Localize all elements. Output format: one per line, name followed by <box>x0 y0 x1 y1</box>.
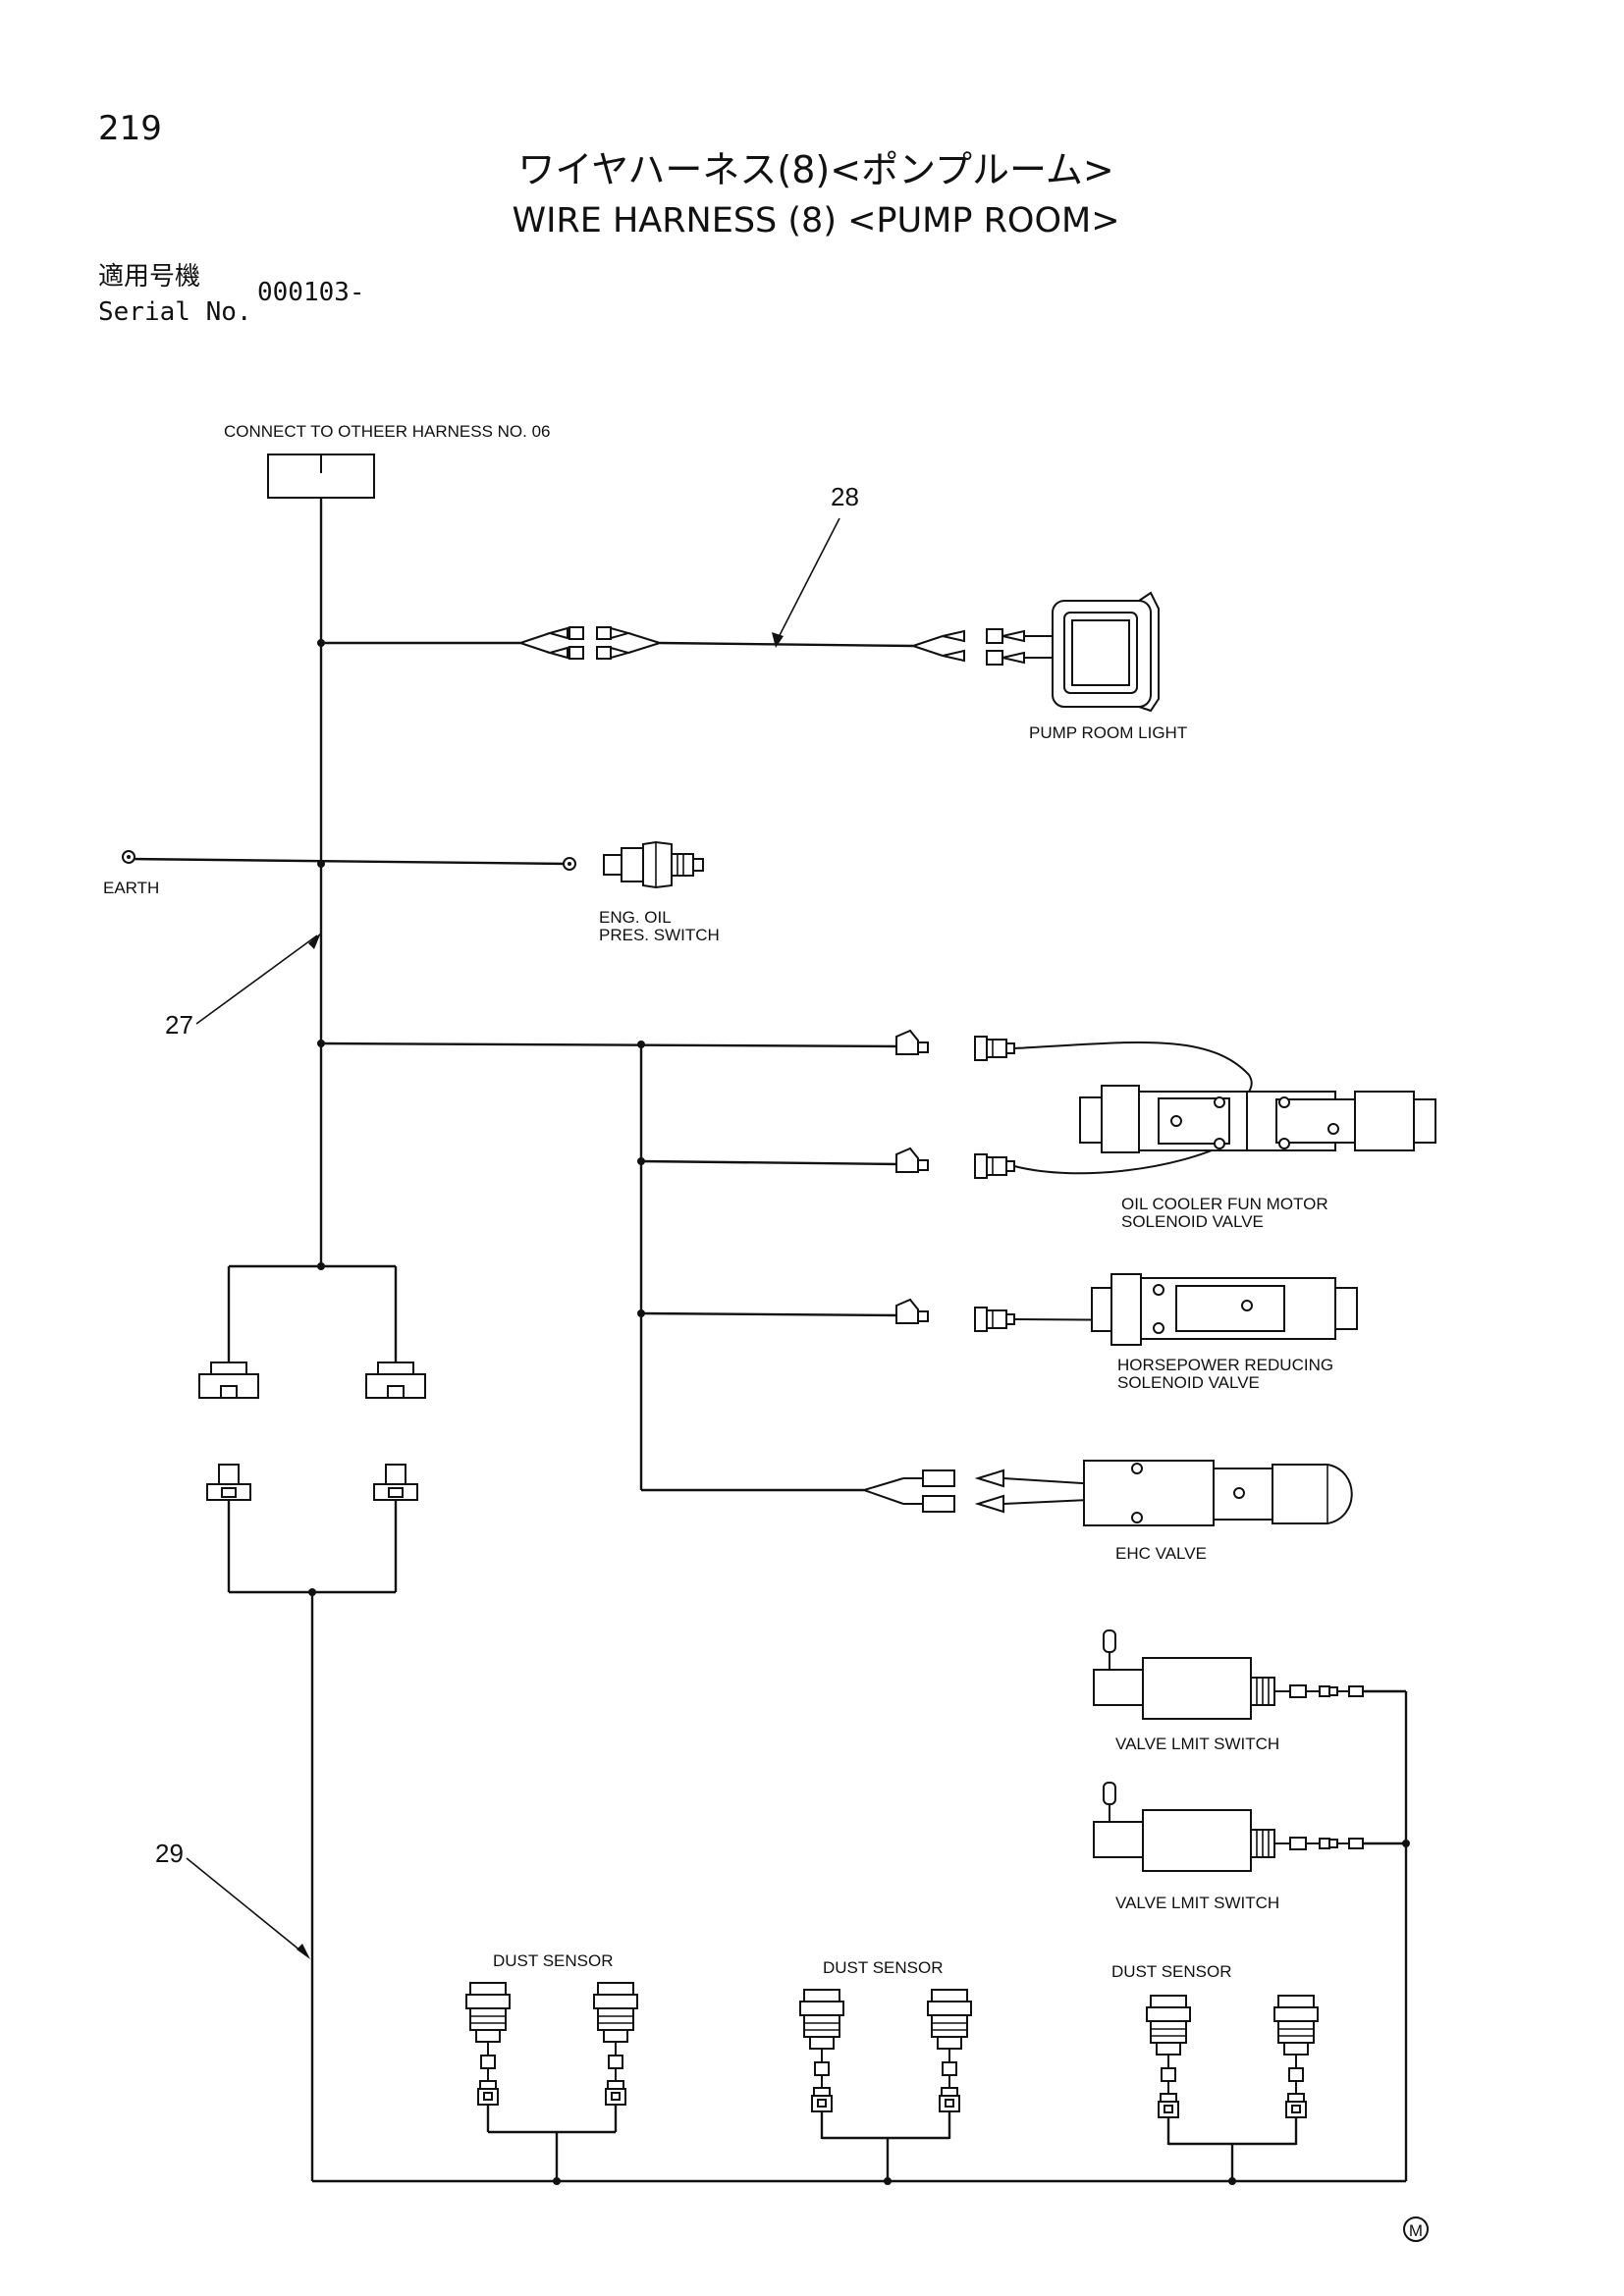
dust-sensor-3-icon <box>1145 1994 1320 2181</box>
dust-sensor-2-label: DUST SENSOR <box>823 1958 944 1977</box>
serial-label-jp: 適用号機 <box>98 262 200 292</box>
callout-28-label: 28 <box>831 482 859 511</box>
callout-27: 27 <box>165 933 321 1040</box>
page-title-jp: ワイヤハーネス(8)<ポンプルーム> <box>517 148 1113 191</box>
earth-oil-switch-line <box>122 850 576 871</box>
dust-sensor-1-icon <box>464 1981 639 2181</box>
page-title-en: WIRE HARNESS (8) <PUMP ROOM> <box>512 201 1119 240</box>
ehc-valve-label: EHC VALVE <box>1115 1544 1207 1563</box>
oil-cooler-label-1: OIL COOLER FUN MOTOR <box>1121 1195 1328 1213</box>
main-trunk-27 <box>317 498 325 1270</box>
horsepower-label-1: HORSEPOWER REDUCING <box>1117 1356 1333 1374</box>
dust-sensor-3-label: DUST SENSOR <box>1111 1962 1232 1981</box>
branch-28-pump-room-light <box>321 626 1056 666</box>
callout-29-label: 29 <box>155 1839 184 1868</box>
pump-room-light-label: PUMP ROOM LIGHT <box>1029 723 1187 742</box>
connect-label: CONNECT TO OTHEER HARNESS NO. 06 <box>224 422 551 441</box>
footer-mark-label: M <box>1409 2221 1423 2240</box>
valve-limit-switch-1-icon <box>1093 1629 1406 1720</box>
callout-29: 29 <box>155 1839 310 1959</box>
harness-split <box>198 1264 426 2181</box>
callout-28: 28 <box>772 482 859 648</box>
serial-value: 000103- <box>257 278 365 307</box>
eng-oil-label-2: PRES. SWITCH <box>599 926 720 944</box>
solenoid-bus <box>320 1041 902 1492</box>
eng-oil-pres-switch-icon <box>603 840 704 889</box>
dust-sensor-1-label: DUST SENSOR <box>493 1951 614 1970</box>
serial-label-en: Serial No. <box>98 297 252 327</box>
horsepower-label-2: SOLENOID VALVE <box>1117 1373 1260 1392</box>
oil-cooler-label-2: SOLENOID VALVE <box>1121 1212 1264 1231</box>
eng-oil-label-1: ENG. OIL <box>599 908 672 927</box>
valve-limit-switch-2-label: VALVE LMIT SWITCH <box>1115 1894 1279 1912</box>
pump-room-light-icon <box>1052 591 1160 713</box>
footer-mark: M <box>1403 2216 1429 2242</box>
page-number: 219 <box>98 109 162 148</box>
valve-limit-switch-1-label: VALVE LMIT SWITCH <box>1115 1735 1279 1753</box>
bottom-bus-29 <box>312 1691 1410 2185</box>
oil-cooler-solenoid-valve-icon <box>1079 1085 1436 1153</box>
earth-label: EARTH <box>103 879 159 897</box>
horsepower-solenoid-valve-icon <box>1091 1273 1358 1346</box>
ehc-valve-icon <box>1083 1460 1353 1526</box>
harness-06-connector <box>267 454 375 499</box>
callout-27-label: 27 <box>165 1010 193 1040</box>
valve-limit-switch-2-icon <box>1093 1782 1406 1872</box>
dust-sensor-2-icon <box>798 1988 973 2181</box>
